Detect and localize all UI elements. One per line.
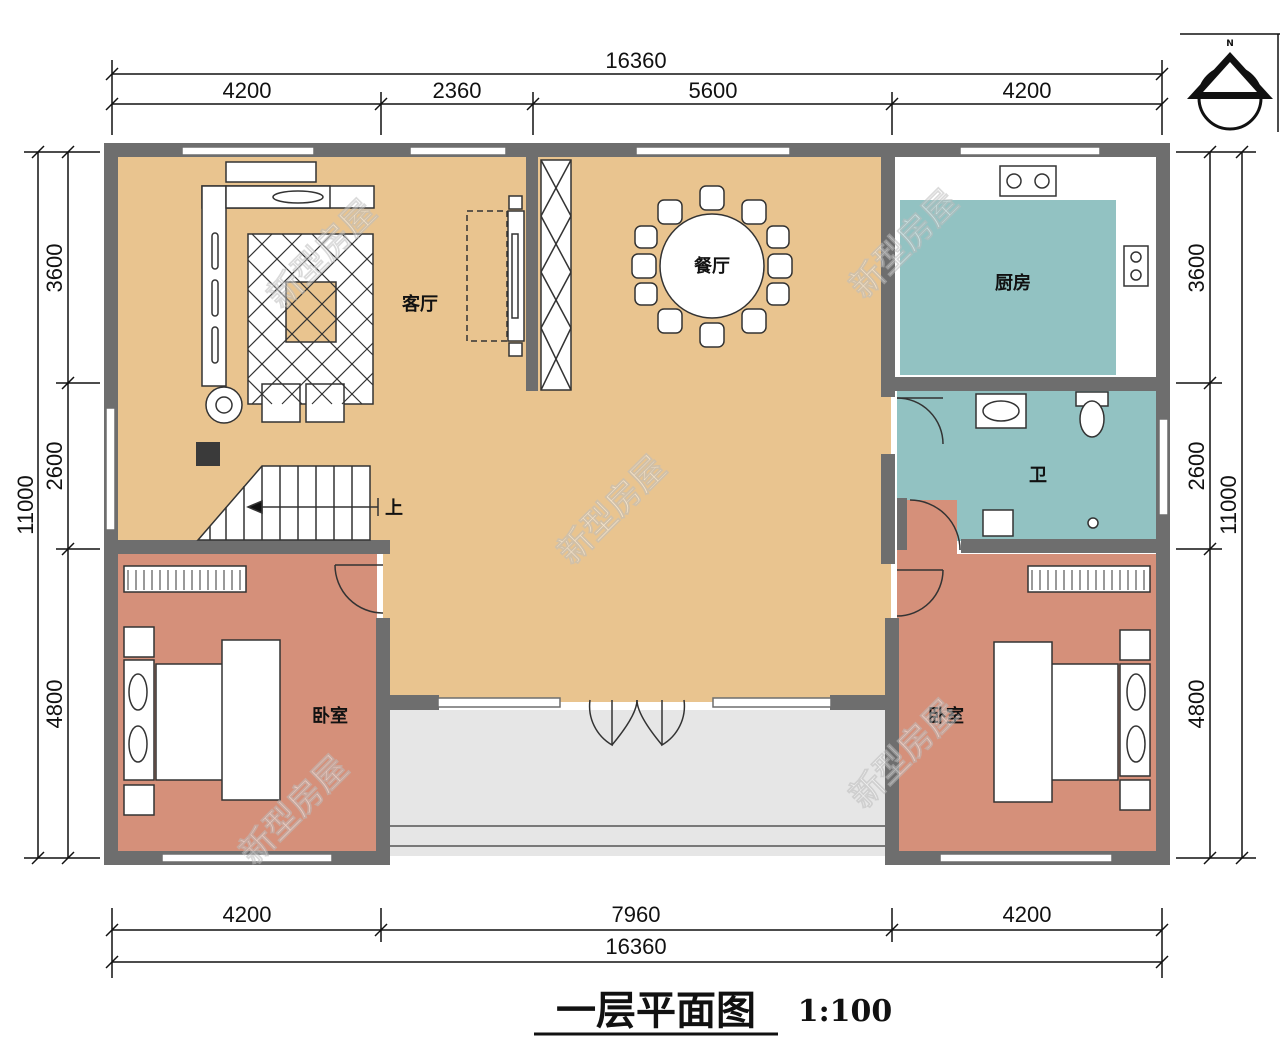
dim-left-seg-2: 2600 <box>42 442 67 491</box>
dim-right-seg-2: 2600 <box>1184 442 1209 491</box>
bed-left-icon <box>123 565 281 816</box>
dim-top-seg-3: 5600 <box>689 78 738 103</box>
north-label: N <box>1226 39 1234 49</box>
dim-top-seg-1: 4200 <box>223 78 272 103</box>
stair-up-label: 上 <box>385 498 403 519</box>
room-label-bedroom-right: 卧室 <box>928 705 964 727</box>
drawing-scale: 1:100 <box>798 994 893 1029</box>
dim-right-total: 11000 <box>1216 475 1241 535</box>
room-label-dining: 餐厅 <box>693 255 730 277</box>
porch-steps <box>389 825 885 847</box>
dim-top-total: 16360 <box>605 48 666 73</box>
left-dimensions <box>24 145 100 865</box>
room-label-kitchen: 厨房 <box>995 272 1031 294</box>
staircase-icon <box>196 465 379 541</box>
dim-bottom-seg-1: 4200 <box>223 902 272 927</box>
kitchen-counter-area <box>900 200 1116 375</box>
room-label-living: 客厅 <box>402 293 438 315</box>
sofa-set-icon <box>196 161 375 466</box>
room-label-bath: 卫 <box>1029 465 1047 486</box>
bathroom-fixtures-icon <box>975 391 1109 537</box>
bottom-dimensions <box>105 908 1169 978</box>
north-arrow-icon <box>1180 33 1280 132</box>
right-dimensions <box>1176 145 1256 865</box>
rug-pattern <box>247 233 374 405</box>
room-label-bedroom-left: 卧室 <box>312 705 348 727</box>
dim-right-seg-1: 3600 <box>1184 244 1209 293</box>
hall-floor <box>383 540 891 702</box>
wardrobe-left-hatch <box>127 570 241 590</box>
kitchen-fixtures-icon <box>999 165 1149 287</box>
windows <box>105 146 1169 863</box>
dim-bottom-total: 16360 <box>605 934 666 959</box>
dim-bottom-seg-2: 7960 <box>612 902 661 927</box>
wardrobe-right-hatch <box>1031 570 1145 590</box>
dim-right-seg-3: 4800 <box>1184 680 1209 729</box>
dim-left-seg-3: 4800 <box>42 680 67 729</box>
porch-floor <box>389 710 885 856</box>
partition-cabinet-icon <box>540 159 572 391</box>
drawing-title: 一层平面图 <box>556 987 756 1034</box>
living-dining-floor <box>118 157 891 554</box>
dim-top-seg-2: 2360 <box>433 78 482 103</box>
dining-table-icon <box>631 185 793 348</box>
dim-bottom-seg-3: 4200 <box>1003 902 1052 927</box>
dim-left-seg-1: 3600 <box>42 244 67 293</box>
tv-cabinet-icon <box>466 195 525 357</box>
dim-top-seg-4: 4200 <box>1003 78 1052 103</box>
doors <box>334 397 961 747</box>
dim-left-total: 11000 <box>13 475 38 535</box>
top-dimensions <box>105 60 1169 135</box>
